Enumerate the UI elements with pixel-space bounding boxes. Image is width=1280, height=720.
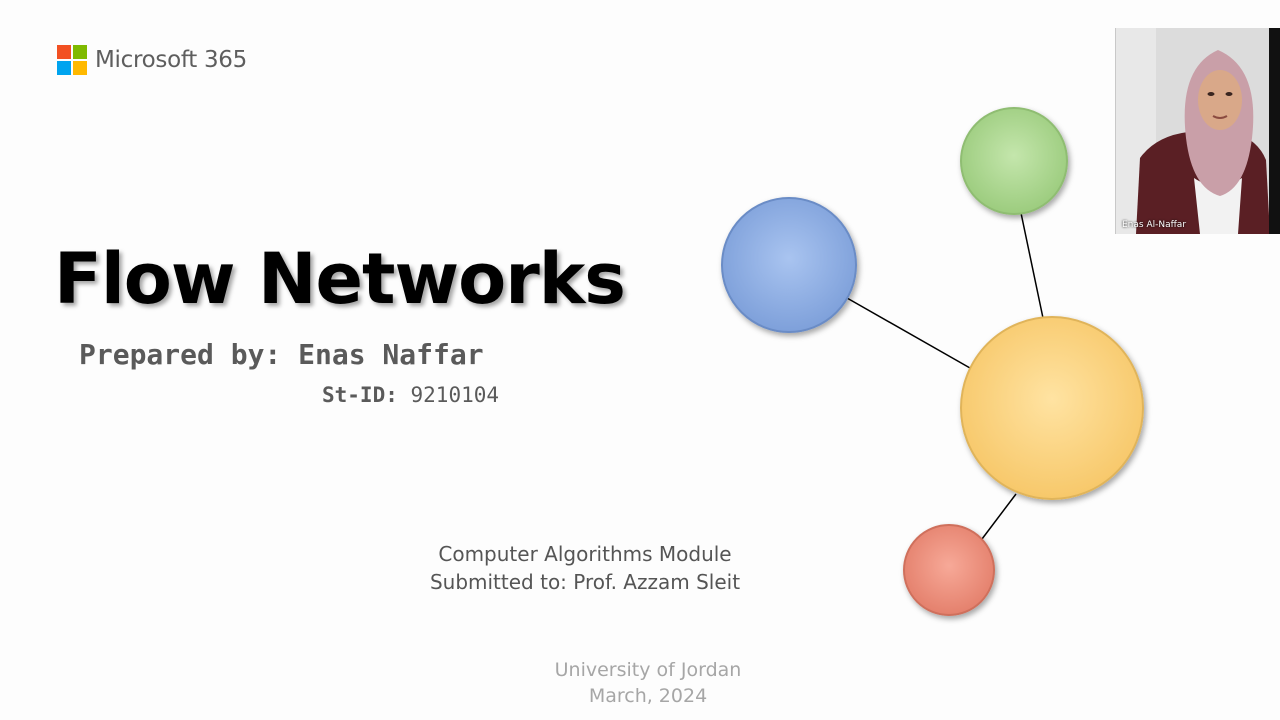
microsoft-logo-icon: [57, 45, 87, 75]
submitted-to: Submitted to: Prof. Azzam Sleit: [429, 570, 741, 594]
participant-name: Enas Al-Naffar: [1122, 220, 1187, 230]
presentation-date: March, 2024: [588, 685, 708, 707]
node-blue: [721, 197, 857, 333]
logo-square-yellow: [73, 61, 87, 75]
node-yellow: [960, 316, 1144, 500]
university-name: University of Jordan: [554, 659, 742, 681]
webcam-overlay: Enas Al-Naffar: [1115, 28, 1280, 234]
node-red: [903, 524, 995, 616]
webcam-edge: [1269, 28, 1280, 234]
student-id-label: St-ID:: [322, 383, 398, 407]
logo-square-green: [73, 45, 87, 59]
module-info: Computer Algorithms Module Submitted to:…: [400, 540, 770, 596]
logo-square-red: [57, 45, 71, 59]
edge-yellow-red: [981, 493, 1017, 540]
edge-blue-yellow: [846, 297, 971, 369]
brand-name: Microsoft 365: [95, 47, 247, 73]
node-green: [960, 107, 1068, 215]
slide-footer: University of Jordan March, 2024: [508, 657, 788, 709]
student-id-value: 9210104: [410, 383, 500, 407]
logo-square-blue: [57, 61, 71, 75]
microsoft-365-logo: Microsoft 365: [57, 45, 247, 75]
prepared-by-text: Prepared by: Enas Naffar: [79, 338, 484, 371]
slide-title: Flow Networks: [54, 238, 626, 320]
edge-green-yellow: [1020, 212, 1044, 319]
presenter-video-icon: [1116, 28, 1280, 234]
student-id-line: St-ID: 9210104: [322, 383, 499, 407]
module-name: Computer Algorithms Module: [438, 542, 732, 566]
